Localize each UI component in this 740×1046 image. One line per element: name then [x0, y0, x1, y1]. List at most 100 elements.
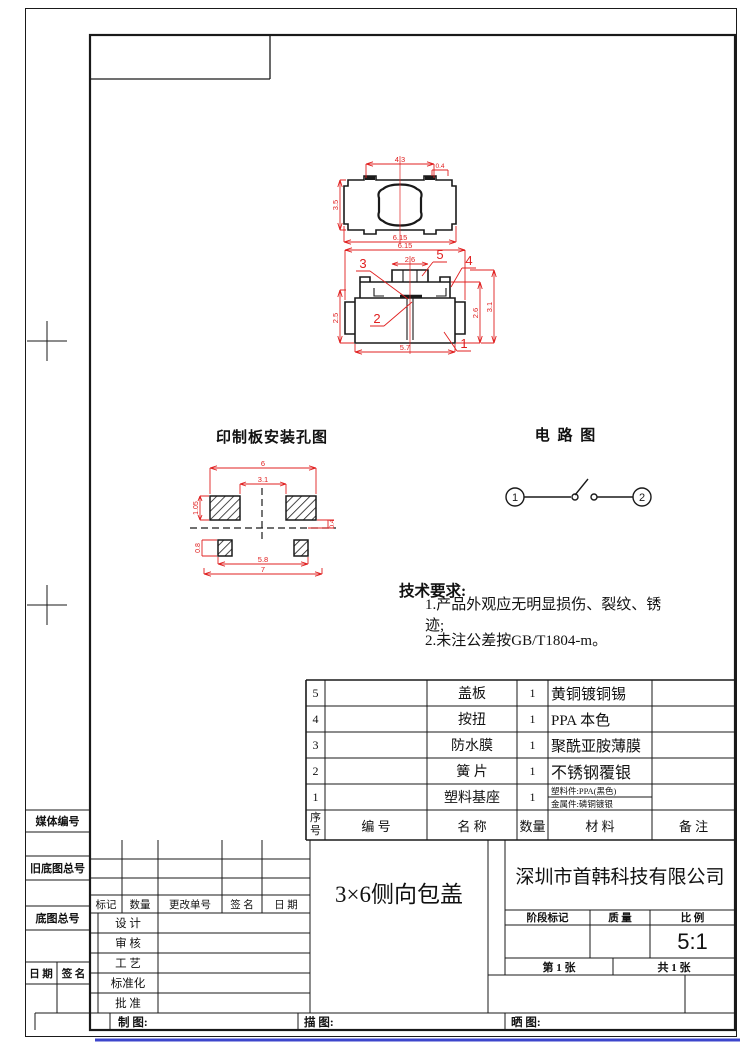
sig-standard-label: 标准化: [110, 978, 146, 990]
terminal-1-label: 1: [512, 492, 518, 504]
rev-header-qty: 数量: [129, 899, 151, 911]
margin-sign-label: 签 名: [61, 968, 86, 980]
callout-3: 3: [359, 256, 366, 271]
rev-header-sign: 签 名: [230, 899, 254, 911]
sig-check-label: 审 核: [115, 938, 141, 950]
pcb-pads: [209, 495, 317, 557]
top-view-outline: [343, 175, 457, 235]
dim-front-overall-width: 6.15: [398, 241, 413, 250]
dim-front-base-width: 5.7: [400, 343, 410, 352]
inner-frame: [88, 33, 737, 1032]
dim-top-tab: 0.4: [435, 163, 444, 170]
dim-top-bottom-width: 6.15: [393, 233, 408, 242]
bom-name: 按扭: [458, 713, 486, 728]
media-number-label: 媒体编号: [35, 816, 80, 828]
sig-process-label: 工 艺: [115, 958, 141, 970]
sheet-total: 共 1 张: [657, 961, 691, 974]
dim-pcb-overall-width: 7: [261, 565, 265, 574]
callout-5: 5: [436, 247, 443, 262]
base-number-label: 底图总号: [35, 913, 80, 925]
front-view-dimension-lines: [337, 247, 497, 355]
sheet-number: 第 1 张: [542, 961, 576, 974]
sig-approve-label: 批 准: [115, 998, 141, 1010]
scale-label: 比 例: [680, 913, 705, 924]
dim-front-right-overall-height: 3.1: [485, 302, 494, 312]
bom-seq: 2: [312, 763, 319, 778]
front-view: 6.15 2.6 2.5 2.6 3.1 5.7 3 5 4 2 1: [331, 241, 497, 355]
circuit-view-title: 电 路 图: [534, 427, 598, 444]
dim-top-width: 4.3: [395, 155, 405, 164]
scale-value: 5:1: [677, 928, 708, 954]
printed-by-label: 晒 图:: [511, 1016, 541, 1029]
bom-qty: 1: [529, 789, 536, 804]
company-name: 深圳市首韩科技有限公司: [515, 866, 725, 888]
bom-name: 簧 片: [456, 765, 488, 780]
circuit-symbol: [505, 478, 652, 507]
callout-2: 2: [373, 311, 380, 326]
rev-header-date: 日 期: [274, 899, 298, 911]
dim-pcb-top-width: 6: [261, 459, 265, 468]
bom-name: 盖板: [458, 687, 486, 702]
dim-pcb-lower-width: 5.8: [258, 555, 268, 564]
bom-name: 防水膜: [451, 739, 493, 754]
drawing-title: 3×6侧向包盖: [335, 882, 463, 907]
dim-pcb-small-pad-height: 0.8: [195, 543, 202, 553]
bom-seq: 1: [312, 789, 319, 804]
dim-pcb-pad-height: 1.05: [193, 501, 200, 515]
drawn-by-label: 制 图:: [118, 1016, 148, 1029]
top-left-box: [90, 35, 271, 80]
pcb-dimension-lines: [197, 465, 334, 577]
quality-label: 质 量: [608, 913, 632, 924]
bom-name: 塑料基座: [444, 791, 500, 806]
pcb-view-title: 印制板安装孔图: [215, 429, 328, 446]
bom-material: 不锈钢覆银: [551, 765, 632, 782]
bom-material: 聚酰亚胺薄膜: [551, 738, 642, 755]
tech-requirement-1: 1.产品外观应无明显损伤、裂纹、锈迹;: [425, 597, 662, 634]
old-base-number-label: 旧底图总号: [30, 863, 85, 875]
bom-header-material: 材 料: [585, 818, 615, 834]
bom-header-code: 编 号: [361, 818, 391, 834]
bom-material: 黄铜镀铜锡: [551, 686, 627, 703]
bom-header-name: 名 称: [457, 818, 487, 834]
dim-front-left-height: 2.5: [331, 313, 340, 323]
margin-date-label: 日 期: [29, 968, 53, 980]
registration-crosses: [27, 321, 67, 625]
dim-front-button-width: 2.6: [405, 255, 415, 264]
tech-requirement-2: 2.未注公差按GB/T1804-m。: [425, 632, 608, 649]
dim-pcb-offset: 0.4: [329, 519, 336, 528]
bom-material-line1: 塑料件:PPA(黑色): [551, 785, 617, 796]
sig-design-label: 设 计: [115, 918, 141, 930]
terminal-2-label: 2: [639, 492, 645, 504]
bom-qty: 1: [529, 711, 536, 726]
margin-boxes: [25, 809, 90, 1013]
callout-1: 1: [460, 336, 467, 351]
bom-seq: 3: [312, 737, 319, 752]
circuit-diagram: 1 2: [505, 478, 652, 507]
top-view-dimension-lines: [337, 156, 457, 245]
bom-seq: 5: [312, 685, 319, 700]
rev-header-change-no: 更改单号: [169, 899, 211, 911]
bom-header-seq: 序 号: [310, 812, 321, 837]
dim-pcb-inner-width: 3.1: [258, 475, 268, 484]
front-view-outline: [344, 269, 466, 344]
bom-header-qty: 数量: [519, 818, 546, 834]
dim-top-height: 3.5: [331, 200, 340, 210]
titleblock-grid: [34, 840, 735, 1030]
outer-border: [25, 8, 737, 1037]
bom-grid: [305, 679, 735, 841]
tech-requirements-title: 技术要求:: [399, 583, 467, 600]
bom-qty: 1: [529, 685, 536, 700]
bom-material-line2: 金属件:磷铜镀银: [551, 798, 613, 809]
dim-front-right-inner-height: 2.6: [471, 308, 480, 318]
bom-qty: 1: [529, 737, 536, 752]
bom-qty: 1: [529, 763, 536, 778]
bom-header-remark: 备 注: [678, 818, 709, 834]
callout-4: 4: [465, 253, 472, 268]
traced-by-label: 描 图:: [304, 1016, 334, 1029]
stage-mark-label: 阶段标记: [526, 913, 569, 924]
top-view: 4.3 0.4 3.5 6.15: [331, 155, 457, 245]
bom-material: PPA 本色: [551, 712, 611, 729]
pcb-hole-view: 6 3.1 1.05 0.8 0.4 5.8 7: [190, 459, 336, 577]
